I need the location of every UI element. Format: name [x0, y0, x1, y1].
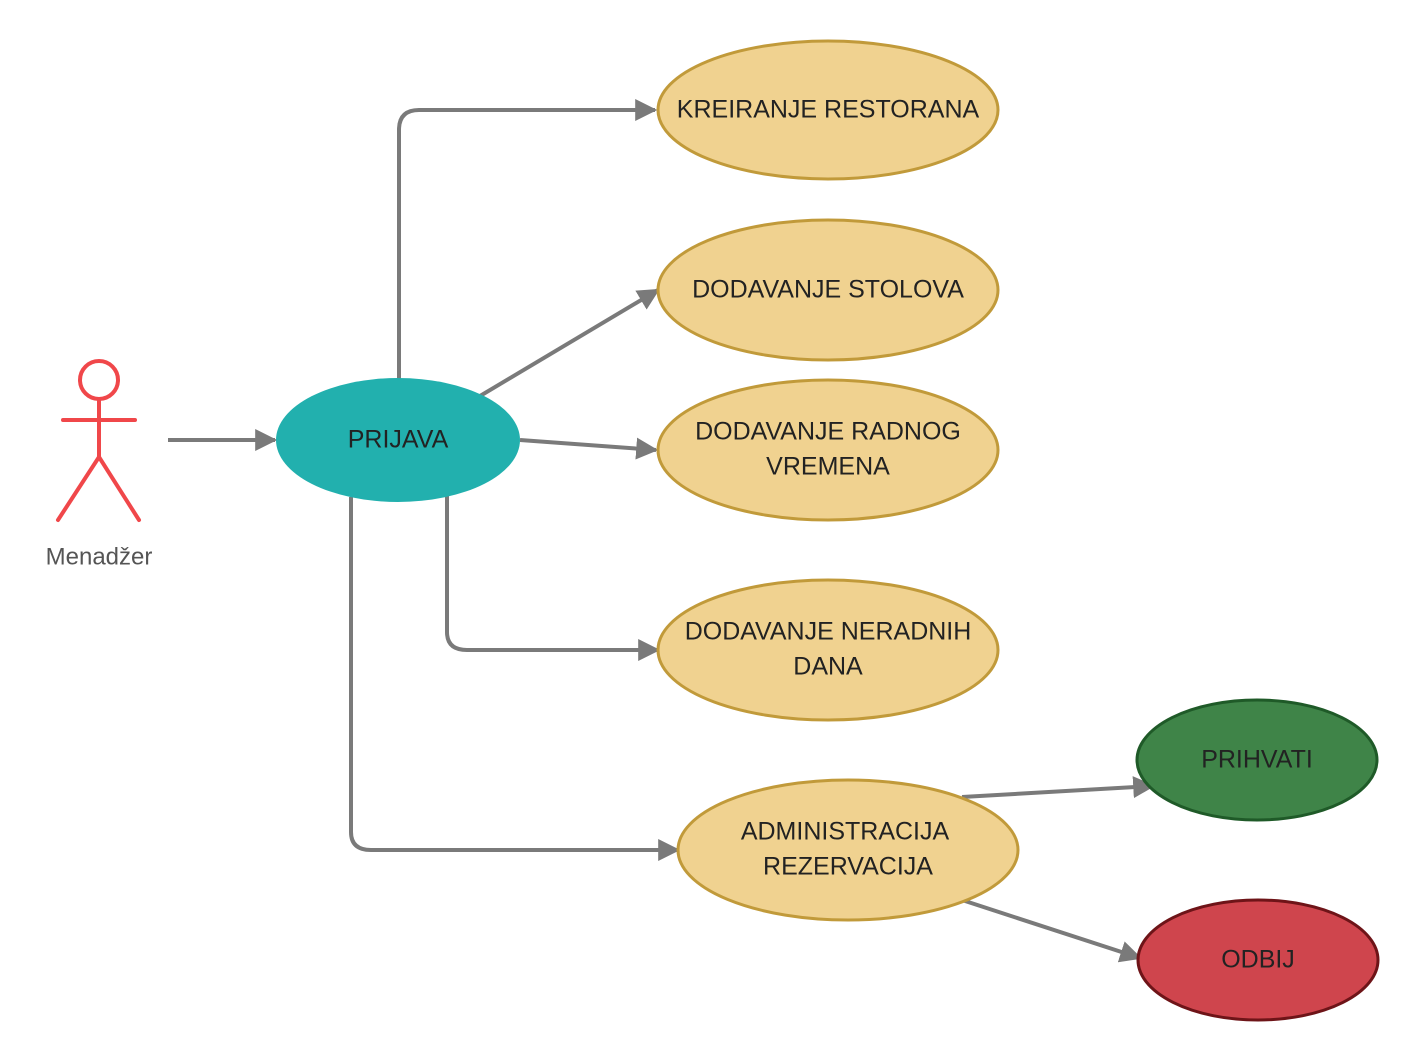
usecase-dodavanje-neradnih-dana-label-line2: DANA — [793, 653, 863, 681]
edge-prijava-to-kreiranje-restorana — [397, 99, 658, 385]
usecase-kreiranje-restorana-label: KREIRANJE RESTORANA — [677, 96, 980, 124]
usecase-administracija-rezervacija[interactable]: ADMINISTRACIJA REZERVACIJA — [676, 778, 1020, 922]
stick-figure-icon — [56, 359, 141, 522]
usecase-dodavanje-radnog-vremena-label-line2: VREMENA — [766, 453, 890, 481]
edge-prijava-to-dodavanje-radnog-vremena — [519, 437, 659, 460]
usecase-prihvati[interactable]: PRIHVATI — [1135, 698, 1379, 822]
actor-label: Menadžer — [46, 543, 153, 570]
edge-administracija-to-odbij — [961, 898, 1143, 963]
usecase-dodavanje-radnog-vremena-label-line1: DODAVANJE RADNOG — [695, 418, 961, 446]
edge-prijava-to-dodavanje-stolova — [478, 288, 660, 398]
edge-prijava-to-dodavanje-neradnih-dana — [445, 492, 661, 661]
usecase-kreiranje-restorana[interactable]: KREIRANJE RESTORANA — [656, 39, 1000, 181]
usecase-prijava[interactable]: PRIJAVA — [276, 378, 520, 502]
usecase-prihvati-label: PRIHVATI — [1201, 746, 1313, 774]
usecase-dodavanje-neradnih-dana-label-line1: DODAVANJE NERADNIH — [685, 618, 972, 646]
edges — [168, 99, 1156, 963]
usecase-administracija-rezervacija-label-line2: REZERVACIJA — [763, 853, 933, 881]
usecase-dodavanje-neradnih-dana[interactable]: DODAVANJE NERADNIH DANA — [656, 578, 1000, 722]
usecase-odbij-label: ODBIJ — [1221, 946, 1295, 974]
edge-prijava-to-administracija-rezervacija — [349, 497, 681, 861]
usecase-dodavanje-stolova[interactable]: DODAVANJE STOLOVA — [656, 218, 1000, 362]
actor-menadzer[interactable]: Menadžer — [46, 359, 153, 570]
usecase-dodavanje-radnog-vremena[interactable]: DODAVANJE RADNOG VREMENA — [656, 378, 1000, 522]
usecase-dodavanje-stolova-label: DODAVANJE STOLOVA — [692, 276, 964, 304]
usecase-administracija-rezervacija-label-line1: ADMINISTRACIJA — [741, 818, 950, 846]
usecase-prijava-label: PRIJAVA — [348, 426, 449, 454]
edge-administracija-to-prihvati — [961, 776, 1156, 799]
usecase-odbij[interactable]: ODBIJ — [1136, 898, 1380, 1022]
